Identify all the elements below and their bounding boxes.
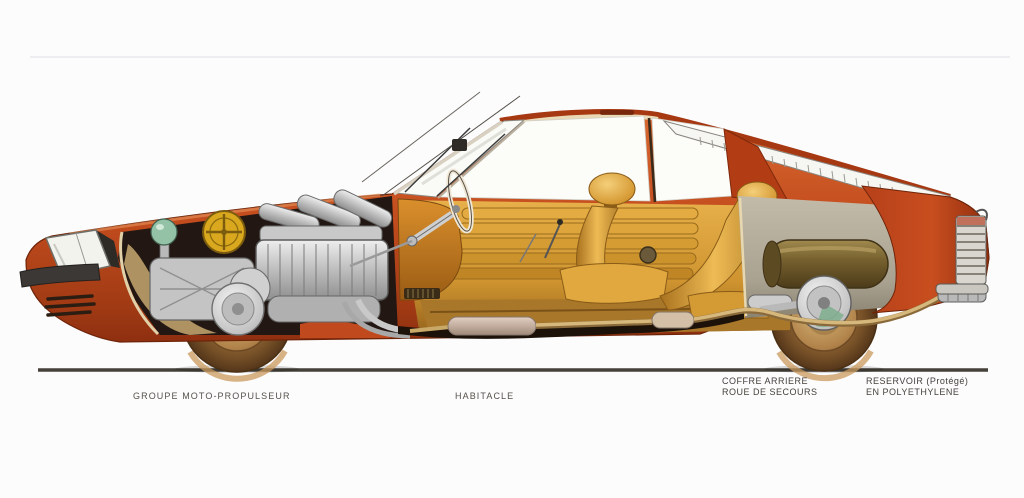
front-end xyxy=(19,229,120,317)
roof xyxy=(499,109,951,200)
steering-wheel xyxy=(349,168,474,268)
gear-lever xyxy=(519,219,563,263)
muffler-rear xyxy=(651,311,695,329)
a-pillar xyxy=(393,120,503,196)
a-pillar-far xyxy=(437,121,525,199)
body-cut-edge xyxy=(119,231,160,336)
door-mirror xyxy=(452,139,467,151)
antenna-line-2 xyxy=(361,91,481,183)
tail-end xyxy=(935,208,989,295)
headlight-housing xyxy=(96,230,120,268)
hydraulic-sphere xyxy=(150,218,178,259)
exterior-details xyxy=(361,91,521,197)
label-trunk-line2: ROUE DE SECOURS xyxy=(722,387,818,397)
rear-bumper xyxy=(935,283,989,295)
roof-vent xyxy=(600,110,634,115)
powertrain-group xyxy=(149,189,413,339)
label-cabin: HABITACLE xyxy=(455,391,514,401)
b-pillar xyxy=(647,117,657,203)
windshield-glare xyxy=(421,127,507,186)
dashboard xyxy=(397,198,463,301)
exhaust-header-2 xyxy=(341,300,411,339)
label-tank-line1: RESERVOIR (Protégé) xyxy=(866,376,968,386)
label-powertrain: GROUPE MOTO-PROPULSEUR xyxy=(133,391,291,401)
wiper-arm-1 xyxy=(404,127,471,193)
antenna-line-1 xyxy=(381,95,521,197)
trunk xyxy=(738,196,912,318)
muffler-front xyxy=(447,316,537,336)
intake-stacks xyxy=(258,189,393,233)
front-seat xyxy=(559,172,669,304)
dash-grille xyxy=(404,288,440,299)
hatch-hinge xyxy=(975,208,988,221)
engine xyxy=(255,225,389,323)
wiper-arm-2 xyxy=(436,133,506,197)
inner-wheel-well xyxy=(300,321,390,338)
fuel-filler-cap xyxy=(639,246,657,264)
label-tank-line2: EN POLYETHYLENE xyxy=(866,387,959,397)
air-filter xyxy=(202,210,246,254)
front-brake-hub xyxy=(211,282,265,336)
taillight xyxy=(955,208,988,285)
label-trunk-line1: COFFRE ARRIERE xyxy=(722,376,808,386)
trunk-cut-edge xyxy=(738,197,748,317)
front-bumper xyxy=(19,263,101,288)
caption-labels: GROUPE MOTO-PROPULSEUR HABITACLE COFFRE … xyxy=(133,376,968,401)
grille-slots xyxy=(44,294,96,317)
fuel-tank xyxy=(762,239,889,289)
